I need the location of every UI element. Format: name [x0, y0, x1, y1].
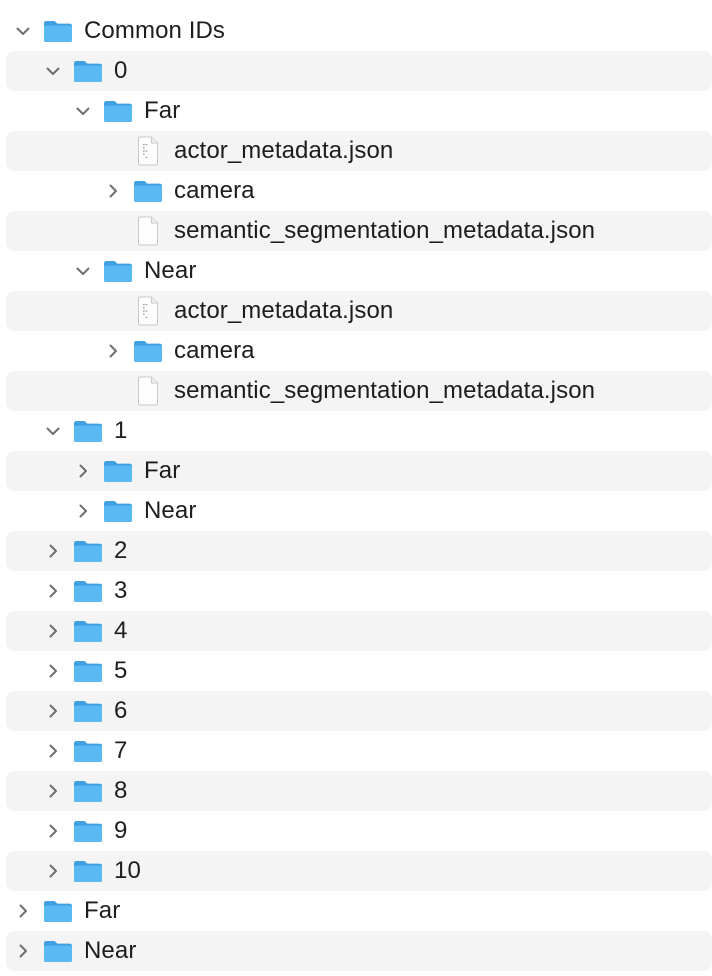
folder-row-3[interactable]: 3	[6, 571, 712, 611]
chevron-down-icon[interactable]	[72, 251, 94, 291]
folder-icon	[42, 11, 74, 51]
file-row-actor-metadata-json[interactable]: actor_metadata.json	[6, 291, 712, 331]
item-label: Near	[84, 937, 137, 964]
chevron-down-icon[interactable]	[72, 91, 94, 131]
chevron-right-icon[interactable]	[42, 571, 64, 611]
folder-row-far[interactable]: Far	[6, 91, 712, 131]
chevron-right-icon[interactable]	[42, 651, 64, 691]
chevron-right-icon[interactable]	[42, 851, 64, 891]
item-label: Far	[84, 897, 121, 924]
folder-icon	[102, 451, 134, 491]
chevron-right-icon[interactable]	[42, 811, 64, 851]
item-label: 1	[114, 417, 128, 444]
folder-icon	[132, 171, 164, 211]
chevron-right-icon[interactable]	[102, 171, 124, 211]
folder-row-1[interactable]: 1	[6, 411, 712, 451]
folder-row-camera[interactable]: camera	[6, 331, 712, 371]
item-label: actor_metadata.json	[174, 137, 394, 164]
document-icon	[132, 371, 164, 411]
file-row-semantic-segmentation-metadata-json[interactable]: semantic_segmentation_metadata.json	[6, 211, 712, 251]
item-label: semantic_segmentation_metadata.json	[174, 217, 596, 244]
folder-icon	[72, 851, 104, 891]
folder-row-4[interactable]: 4	[6, 611, 712, 651]
item-label: 4	[114, 617, 128, 644]
item-label: 0	[114, 57, 128, 84]
folder-row-camera[interactable]: camera	[6, 171, 712, 211]
folder-row-5[interactable]: 5	[6, 651, 712, 691]
folder-icon	[42, 891, 74, 931]
item-label: Far	[144, 97, 181, 124]
item-label: camera	[174, 177, 255, 204]
folder-row-9[interactable]: 9	[6, 811, 712, 851]
document-icon	[132, 211, 164, 251]
folder-icon	[72, 691, 104, 731]
item-label: 8	[114, 777, 128, 804]
file-row-semantic-segmentation-metadata-json[interactable]: semantic_segmentation_metadata.json	[6, 371, 712, 411]
item-label: 9	[114, 817, 128, 844]
folder-row-7[interactable]: 7	[6, 731, 712, 771]
folder-row-common-ids[interactable]: Common IDs	[6, 11, 712, 51]
item-label: Common IDs	[84, 17, 226, 44]
folder-row-far[interactable]: Far	[6, 451, 712, 491]
folder-icon	[132, 331, 164, 371]
folder-icon	[72, 51, 104, 91]
folder-row-2[interactable]: 2	[6, 531, 712, 571]
chevron-right-icon[interactable]	[12, 931, 34, 971]
folder-icon	[102, 491, 134, 531]
item-label: 2	[114, 537, 128, 564]
chevron-right-icon[interactable]	[12, 891, 34, 931]
folder-icon	[72, 811, 104, 851]
item-label: Near	[144, 257, 197, 284]
folder-row-near[interactable]: Near	[6, 491, 712, 531]
folder-row-near[interactable]: Near	[6, 251, 712, 291]
folder-row-8[interactable]: 8	[6, 771, 712, 811]
item-label: Near	[144, 497, 197, 524]
folder-row-near[interactable]: Near	[6, 931, 712, 971]
item-label: 5	[114, 657, 128, 684]
item-label: Far	[144, 457, 181, 484]
folder-icon	[42, 931, 74, 971]
chevron-down-icon[interactable]	[42, 51, 64, 91]
item-label: camera	[174, 337, 255, 364]
chevron-right-icon[interactable]	[102, 331, 124, 371]
folder-icon	[72, 611, 104, 651]
folder-row-0[interactable]: 0	[6, 51, 712, 91]
chevron-right-icon[interactable]	[42, 691, 64, 731]
chevron-right-icon[interactable]	[42, 731, 64, 771]
folder-icon	[72, 651, 104, 691]
folder-row-10[interactable]: 10	[6, 851, 712, 891]
item-label: actor_metadata.json	[174, 297, 394, 324]
chevron-right-icon[interactable]	[72, 451, 94, 491]
chevron-right-icon[interactable]	[42, 771, 64, 811]
json-file-icon	[132, 131, 164, 171]
chevron-down-icon[interactable]	[12, 11, 34, 51]
folder-row-far[interactable]: Far	[6, 891, 712, 931]
folder-icon	[72, 571, 104, 611]
item-label: 10	[114, 857, 141, 884]
folder-row-6[interactable]: 6	[6, 691, 712, 731]
folder-icon	[72, 411, 104, 451]
folder-icon	[102, 251, 134, 291]
folder-icon	[72, 731, 104, 771]
chevron-right-icon[interactable]	[42, 531, 64, 571]
item-label: 3	[114, 577, 128, 604]
chevron-right-icon[interactable]	[72, 491, 94, 531]
chevron-right-icon[interactable]	[42, 611, 64, 651]
item-label: 6	[114, 697, 128, 724]
folder-icon	[102, 91, 134, 131]
folder-icon	[72, 531, 104, 571]
chevron-down-icon[interactable]	[42, 411, 64, 451]
json-file-icon	[132, 291, 164, 331]
folder-icon	[72, 771, 104, 811]
item-label: 7	[114, 737, 128, 764]
file-row-actor-metadata-json[interactable]: actor_metadata.json	[6, 131, 712, 171]
item-label: semantic_segmentation_metadata.json	[174, 377, 596, 404]
